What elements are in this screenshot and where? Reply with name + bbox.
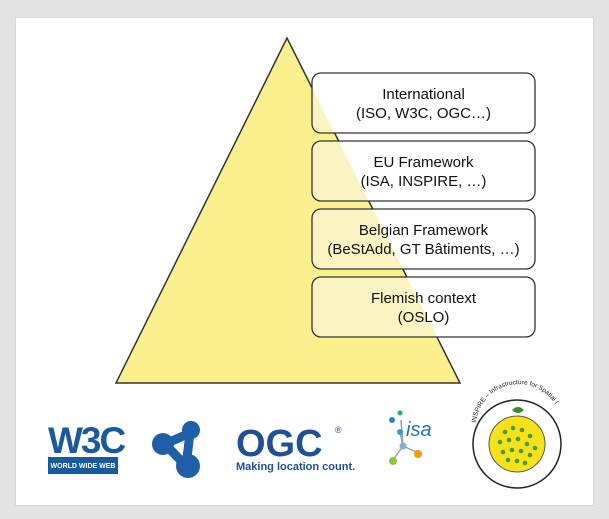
ogc-logo-mark: OGC: [236, 423, 323, 465]
pyramid-level-box: EU Framework (ISA, INSPIRE, …): [311, 140, 536, 202]
ogc-logo-tagline: Making location count.: [236, 461, 355, 473]
pyramid-level-title: International: [382, 86, 465, 103]
pyramid-level-subtitle: (BeStAdd, GT Bâtiments, …): [327, 241, 519, 258]
pyramid-level-subtitle: (ISA, INSPIRE, …): [361, 173, 487, 190]
pyramid-level-subtitle: (OSLO): [398, 309, 450, 326]
w3c-logo-mark: W3C: [48, 420, 126, 461]
isa-logo-icon: isa: [389, 410, 432, 465]
linked-data-network-icon: [152, 421, 200, 478]
pyramid-level-box-bg: [312, 141, 535, 201]
pyramid-level-box: Flemish context (OSLO): [311, 276, 536, 338]
pyramid-levels: International (ISO, W3C, OGC…) EU Framewor…: [311, 72, 536, 338]
pyramid-level-box-outline: [311, 140, 536, 202]
pyramid-level-box: Belgian Framework (BeStAdd, GT Bâtiments,…: [311, 208, 536, 270]
pyramid-level-box-outline: [311, 208, 536, 270]
pyramid-level-box-outline: [311, 276, 536, 338]
pyramid-level-title: Belgian Framework: [359, 222, 489, 239]
isa-logo-mark: isa: [406, 419, 432, 441]
pyramid-level-box-outline: [311, 72, 536, 134]
pyramid-level-box: International (ISO, W3C, OGC…): [311, 72, 536, 134]
pyramid-level-box-bg: [312, 73, 535, 133]
pyramid-level-title: EU Framework: [373, 154, 474, 171]
w3c-logo-tagline: WORLD WIDE WEB: [51, 463, 116, 470]
pyramid-level-title: Flemish context: [371, 290, 477, 307]
pyramid-level-subtitle: (ISO, W3C, OGC…): [356, 105, 491, 122]
ogc-registered-mark: ®: [335, 425, 342, 435]
w3c-logo-icon: W3C WORLD WIDE WEB: [48, 420, 128, 474]
ogc-logo-icon: OGC ® Making location count.: [236, 423, 355, 473]
